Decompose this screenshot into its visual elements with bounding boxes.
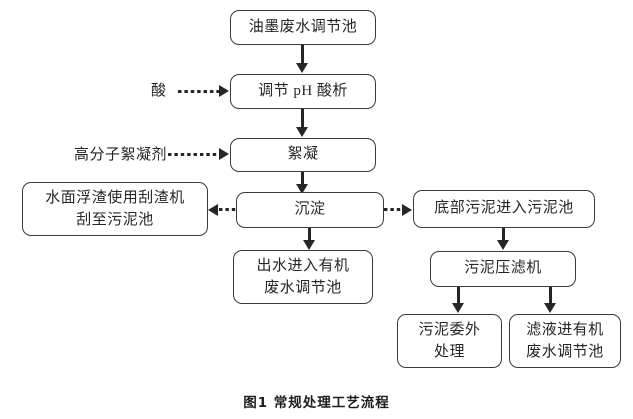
node-sludge-outsourced: 污泥委外 处理: [397, 314, 502, 368]
edge-sed-to-bottom-sludge-line: [384, 208, 402, 211]
node-sludge-filter-press: 污泥压滤机: [430, 251, 576, 287]
edge-ph-to-floc-arrowhead: [295, 127, 308, 137]
node-effluent-to-organic: 出水进入有机 废水调节池: [233, 250, 373, 304]
edge-flocculant-to-floc-arrowhead: [219, 148, 229, 160]
edge-sed-to-effluent-line: [308, 228, 311, 245]
edge-press-to-filtrate-line: [549, 287, 552, 307]
edge-tank-to-ph-line: [301, 45, 304, 66]
edge-press-to-outsourced-arrowhead: [451, 303, 464, 313]
edge-sludge-to-press-line: [502, 228, 505, 245]
node-sedimentation: 沉淀: [236, 192, 384, 228]
label-polymer-flocculant: 高分子絮凝剂: [74, 147, 168, 163]
node-ph-adjust: 调节 pH 酸析: [230, 74, 376, 109]
label-acid: 酸: [151, 83, 167, 99]
edge-ph-to-floc-line: [301, 109, 304, 130]
edge-sed-to-scum-arrowhead: [208, 203, 218, 216]
edge-sludge-to-press-arrowhead: [496, 240, 509, 250]
node-bottom-sludge: 底部污泥进入污泥池: [413, 190, 595, 228]
edge-sed-to-bottom-sludge-arrowhead: [402, 203, 412, 216]
edge-acid-to-ph-arrowhead: [219, 85, 229, 97]
edge-sed-to-effluent-arrowhead: [302, 240, 315, 250]
figure-caption: 图1 常规处理工艺流程: [243, 395, 390, 411]
node-filtrate-to-organic: 滤液进有机 废水调节池: [509, 314, 621, 368]
edge-press-to-filtrate-arrowhead: [543, 303, 556, 313]
edge-floc-to-sed-arrowhead: [295, 184, 308, 194]
node-ink-wastewater-tank: 油墨废水调节池: [230, 10, 376, 45]
edge-acid-to-ph-line: [178, 90, 220, 93]
edge-flocculant-to-floc-line: [168, 153, 220, 156]
node-surface-scum: 水面浮渣使用刮渣机 刮至污泥池: [22, 182, 208, 236]
edge-floc-to-sed-line: [301, 172, 304, 190]
node-flocculation: 絮凝: [230, 138, 376, 172]
edge-press-to-outsourced-line: [457, 287, 460, 307]
edge-sed-to-scum-line: [219, 208, 236, 211]
edge-tank-to-ph-arrowhead: [295, 63, 308, 73]
